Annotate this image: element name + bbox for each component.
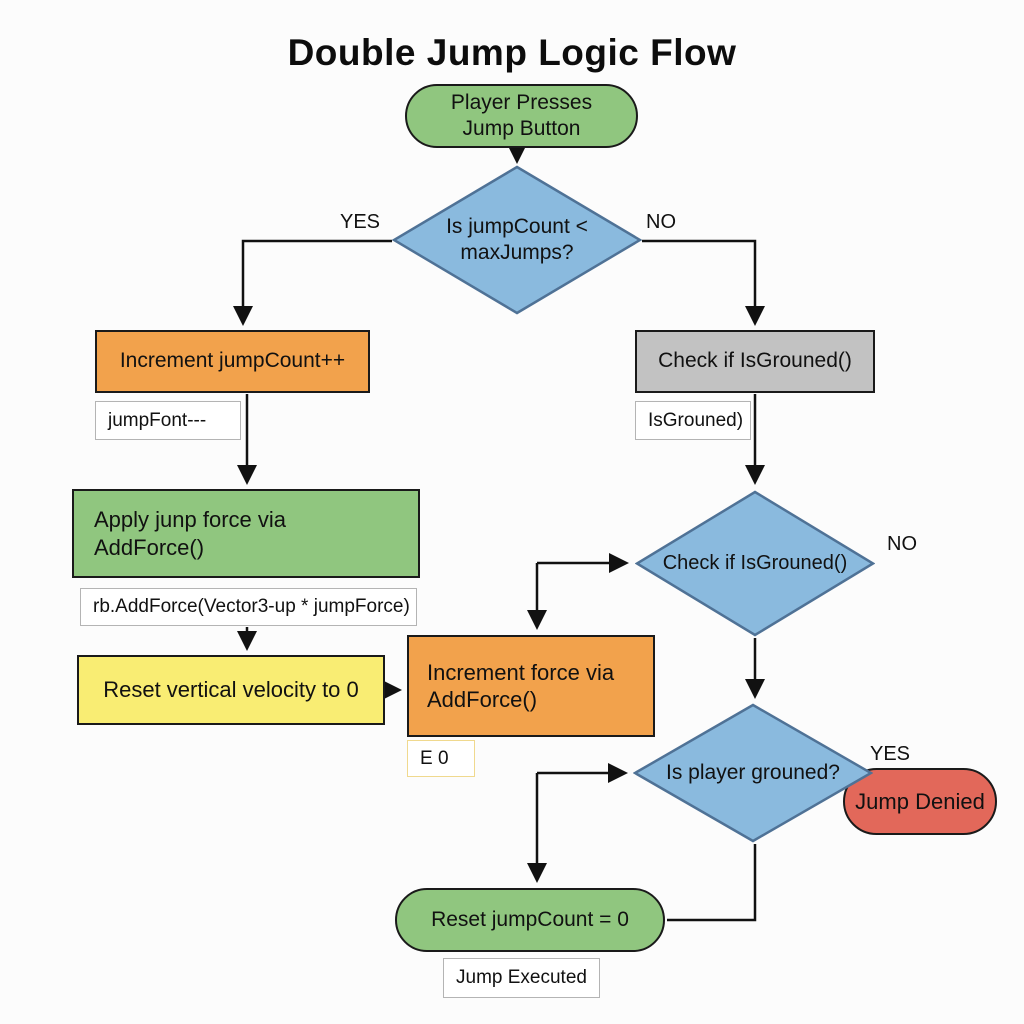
end-jump-denied: Jump Denied: [843, 768, 997, 835]
decision-jumpcount-maxjumps: Is jumpCount < maxJumps?: [392, 165, 642, 315]
decision-jumpcount-maxjumps-label: Is jumpCount < maxJumps?: [446, 214, 588, 264]
end-jump-denied-label: Jump Denied: [855, 788, 985, 814]
process-apply-jump-force: Apply junp force via AddForce(): [72, 489, 420, 578]
note-jump-executed-label: Jump Executed: [456, 967, 587, 988]
diagram-title: Double Jump Logic Flow: [287, 32, 737, 73]
process-increment-force-label: Increment force via AddForce(): [427, 659, 615, 713]
note-addforce-code: rb.AddForce(Vector3-up * jumpForce): [80, 588, 417, 626]
edge-label-decision2-no: NO: [887, 533, 917, 555]
edge-label-decision3-yes: YES: [870, 743, 911, 765]
process-apply-jump-force-label: Apply junp force via AddForce(): [94, 507, 286, 560]
decision-check-isgrounded: Check if IsGrouned(): [635, 490, 875, 637]
decision-player-grounded-label: Is player grouned?: [666, 760, 840, 784]
edge-label-decision1-yes: YES: [340, 211, 381, 233]
note-e0-label: E 0: [420, 747, 449, 769]
process-increment-jumpcount: Increment jumpCount++: [95, 330, 370, 393]
note-isgrounded: IsGrouned): [635, 401, 751, 440]
edge-label-decision1-no: NO: [646, 211, 676, 233]
end-reset-jumpcount-label: Reset jumpCount = 0: [431, 907, 629, 931]
note-increment-jumpcount: jumpFont---: [95, 401, 241, 440]
start-node-label: Player Presses Jump Button: [450, 90, 593, 140]
note-isgrounded-label: IsGrouned): [648, 409, 744, 431]
process-check-isgrounded: Check if IsGrouned(): [635, 330, 875, 393]
decision-check-isgrounded-label: Check if IsGrouned(): [662, 552, 848, 574]
end-reset-jumpcount: Reset jumpCount = 0: [395, 888, 665, 952]
note-addforce-code-label: rb.AddForce(Vector3-up * jumpForce): [93, 596, 410, 617]
process-reset-vertical-velocity-label: Reset vertical velocity to 0: [103, 677, 359, 703]
decision-player-grounded: Is player grouned?: [633, 703, 873, 843]
start-node-player-presses-jump: Player Presses Jump Button: [405, 84, 638, 148]
diamond-shape: [635, 490, 875, 637]
diamond-shape: [392, 165, 642, 315]
process-check-isgrounded-label: Check if IsGrouned(): [658, 349, 852, 373]
note-e0: E 0: [407, 740, 475, 777]
process-increment-force: Increment force via AddForce(): [407, 635, 655, 737]
diamond-shape: [633, 703, 873, 843]
note-increment-jumpcount-label: jumpFont---: [108, 409, 207, 431]
process-reset-vertical-velocity: Reset vertical velocity to 0: [77, 655, 385, 725]
process-increment-jumpcount-label: Increment jumpCount++: [119, 349, 346, 373]
note-jump-executed: Jump Executed: [443, 958, 600, 998]
